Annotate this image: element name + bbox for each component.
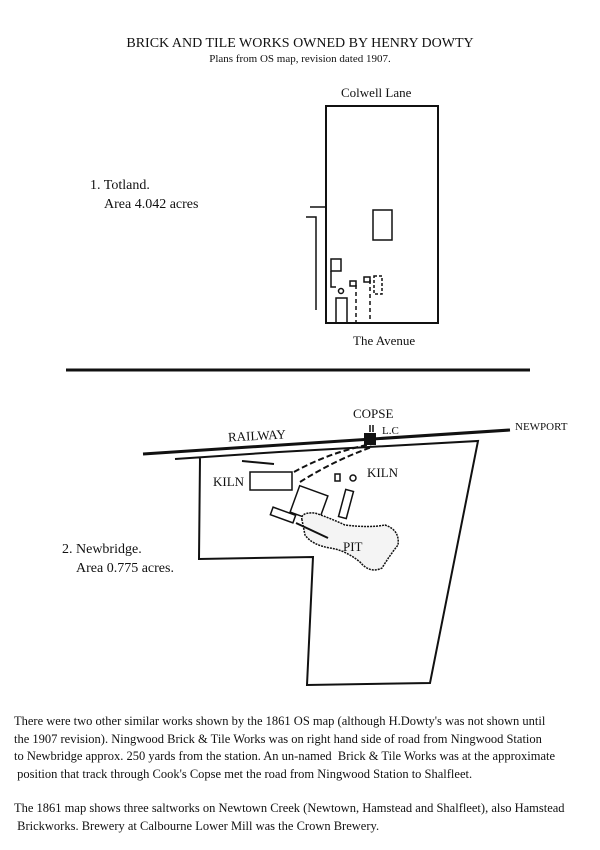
- pit-tramway: [295, 522, 329, 539]
- kiln-right-label: KILN: [367, 465, 399, 480]
- page-title: BRICK AND TILE WORKS OWNED BY HENRY DOWT…: [126, 36, 474, 51]
- totland-plan: [306, 105, 439, 324]
- newbridge-name: 2. Newbridge.: [62, 542, 142, 557]
- siding: [241, 460, 275, 465]
- colwell-lane-label: Colwell Lane: [341, 85, 412, 100]
- page-subtitle: Plans from OS map, revision dated 1907.: [209, 53, 391, 65]
- level-crossing: [364, 433, 376, 445]
- totland-tracks: [355, 280, 371, 323]
- track: [293, 443, 373, 473]
- newbridge-caption: 2. Newbridge. Area 0.775 acres.: [62, 540, 174, 578]
- newbridge-boundary: [174, 439, 480, 687]
- drying-shed: [337, 488, 355, 520]
- totland-dashed-structure: [373, 275, 383, 295]
- pit-outline: [301, 512, 399, 571]
- the-avenue-label: The Avenue: [353, 333, 416, 348]
- notes-paragraph-1: There were two other similar works shown…: [14, 713, 555, 783]
- kiln-left-label: KILN: [213, 474, 245, 489]
- pit-label: PIT: [343, 539, 363, 554]
- totland-outbuilding: [335, 297, 348, 324]
- totland-name: 1. Totland.: [90, 178, 150, 193]
- totland-shed: [330, 258, 342, 272]
- annex-building: [269, 506, 297, 524]
- totland-side-path: [306, 206, 326, 310]
- newport-label: NEWPORT: [515, 421, 568, 433]
- railway-label: RAILWAY: [227, 426, 287, 445]
- newbridge-area: Area 0.775 acres.: [76, 561, 174, 576]
- copse-path: [369, 425, 374, 432]
- railway-line: [142, 428, 511, 456]
- totland-area: Area 4.042 acres: [104, 197, 199, 212]
- notes-line: Brickworks. Brewery at Calbourne Lower M…: [14, 818, 380, 833]
- totland-small-building: [363, 276, 371, 283]
- totland-boundary: [325, 105, 439, 324]
- notes-line: The 1861 map shows three saltworks on Ne…: [14, 801, 565, 815]
- notes-line: position that track through Cook's Copse…: [14, 766, 473, 781]
- notes-line: There were two other similar works shown…: [14, 714, 546, 728]
- totland-small-building: [349, 280, 357, 287]
- level-crossing-label: L.C: [382, 425, 399, 437]
- totland-caption: 1. Totland. Area 4.042 acres: [90, 176, 198, 214]
- track: [299, 446, 373, 483]
- newbridge-plan: [142, 425, 511, 687]
- notes-line: the 1907 revision). Ningwood Brick & Til…: [14, 731, 542, 746]
- kiln-left-building: [249, 471, 293, 491]
- totland-kiln: [337, 287, 345, 295]
- kiln-right-mark: [349, 474, 357, 482]
- small-building: [334, 473, 341, 482]
- totland-wall: [330, 271, 336, 288]
- notes-line: to Newbridge approx. 250 yards from the …: [14, 749, 556, 763]
- notes-paragraph-2: The 1861 map shows three saltworks on Ne…: [14, 800, 565, 835]
- copse-label: COPSE: [353, 406, 394, 421]
- totland-building: [372, 209, 393, 241]
